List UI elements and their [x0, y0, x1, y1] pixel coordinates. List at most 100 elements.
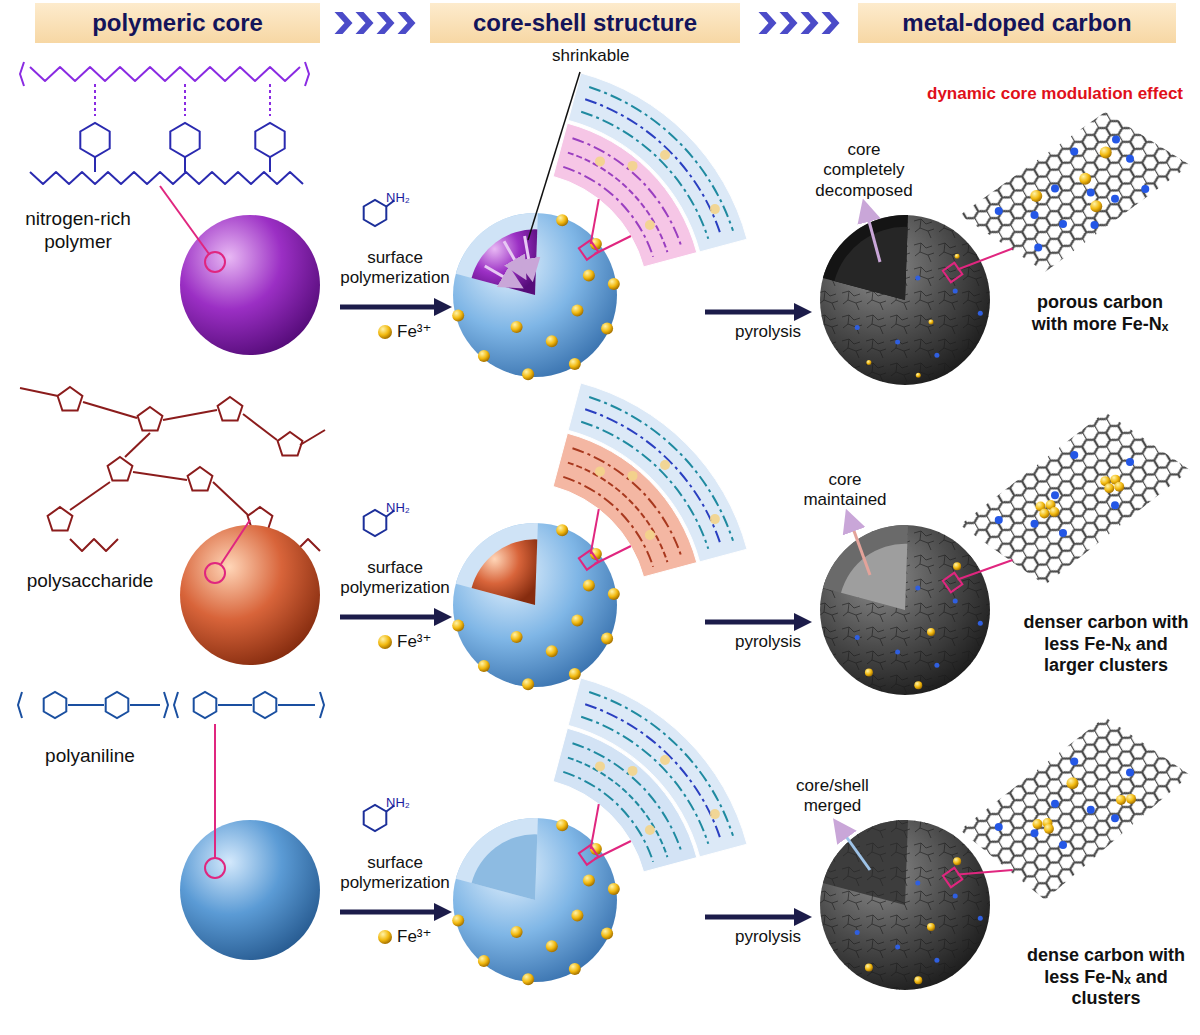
polymer-chain: [589, 87, 733, 231]
ring-symbol: [80, 123, 109, 157]
nitrogen-atom: [1087, 806, 1095, 814]
nitrogen-atom: [1111, 195, 1119, 203]
iron-atom: [1114, 482, 1124, 492]
iron-ion-dot: [522, 973, 534, 985]
chevron: [822, 12, 840, 34]
graphene-lattice: [900, 0, 1200, 1035]
step-label: surface polymerization: [330, 248, 460, 289]
furan-ring: [278, 432, 303, 456]
polymer-chain: [589, 692, 733, 836]
artwork: [18, 0, 1200, 1035]
bond-line: [269, 84, 271, 116]
nitrogen-atom: [1059, 529, 1067, 537]
zoom-frame: [579, 240, 598, 259]
iron-atom: [1079, 173, 1091, 185]
iron-site-dot: [866, 360, 871, 365]
chemical-group: NH₂: [386, 500, 426, 516]
iron-ion-dot: [378, 635, 392, 649]
carbon-texture: [820, 525, 990, 695]
iron-atom: [1104, 483, 1114, 493]
bond-line: [30, 172, 303, 184]
bond-line: [133, 472, 187, 480]
ion-label: Fe³⁺: [397, 322, 447, 342]
ring-symbol: [364, 510, 387, 536]
nitrogen-dot: [953, 289, 958, 294]
step-label: pyrolysis: [735, 322, 825, 342]
iron-atom: [1116, 795, 1126, 805]
zoom-circle: [205, 252, 225, 272]
ring-symbol: [44, 692, 67, 718]
nitrogen-dot: [934, 353, 939, 358]
nitrogen-atom: [1051, 491, 1059, 499]
process-arrow: [340, 615, 438, 620]
iron-ion-dot: [546, 940, 558, 952]
iron-site-dot: [929, 319, 934, 324]
furan-ring: [188, 467, 213, 491]
iron-ion-dot: [595, 156, 605, 166]
process-arrow: [705, 620, 798, 625]
leader-line: [160, 186, 209, 254]
zoom-frame: [943, 263, 962, 282]
arrow-head: [434, 903, 452, 921]
ion-label: Fe³⁺: [397, 632, 447, 652]
result-label: porous carbon with more Fe-Nₓ: [1025, 292, 1175, 335]
bond-line: [320, 692, 324, 718]
shell-cut-face: [456, 213, 538, 295]
nitrogen-atom: [995, 823, 1003, 831]
ring-symbol: [254, 692, 277, 718]
core-cut-face: [472, 229, 538, 295]
iron-ion-dot: [608, 883, 620, 895]
polymer-sphere: [180, 820, 320, 960]
iron-ion-dot: [645, 530, 655, 540]
iron-atom: [1039, 509, 1049, 519]
iron-ion-dot: [571, 614, 583, 626]
leader-line: [595, 236, 631, 254]
polymer-chain: [589, 397, 733, 541]
result-label: dense carbon with less Fe-Nₓ and cluster…: [1020, 945, 1192, 1010]
iron-ion-dot: [511, 926, 523, 938]
nitrogen-atom: [1034, 243, 1042, 251]
nitrogen-atom: [1087, 189, 1095, 197]
nitrogen-dot: [915, 880, 920, 885]
shell-cut-face: [456, 818, 538, 900]
furan-ring: [218, 397, 243, 421]
ring-symbol: [106, 692, 129, 718]
nitrogen-atom: [1051, 800, 1059, 808]
arrow-head: [434, 608, 452, 626]
carbon-texture: [820, 215, 990, 385]
shrink-arrow: [485, 266, 514, 283]
iron-ion-dot: [583, 579, 595, 591]
iron-ion-dot: [628, 471, 638, 481]
leader-line: [591, 509, 599, 554]
bond-line: [184, 157, 186, 172]
core-cut-face: [472, 834, 538, 900]
nitrogen-dot: [978, 916, 983, 921]
nitrogen-dot: [855, 635, 860, 640]
bond-line: [94, 157, 96, 172]
nitrogen-dot: [855, 930, 860, 935]
iron-ion-dot: [571, 304, 583, 316]
arrow-head: [434, 298, 452, 316]
iron-ion-dot: [522, 368, 534, 380]
iron-ion-dot: [546, 645, 558, 657]
leader-line: [595, 546, 631, 564]
ring-symbol: [364, 805, 387, 831]
iron-ion-dot: [569, 963, 581, 975]
iron-ion-dot: [556, 524, 568, 536]
iron-ion-dot: [522, 678, 534, 690]
leader-line: [591, 804, 599, 849]
nitrogen-dot: [895, 649, 900, 654]
iron-ion-dot: [710, 204, 720, 214]
nitrogen-atom: [1070, 757, 1078, 765]
nitrogen-dot: [895, 944, 900, 949]
zoom-frame: [943, 868, 962, 887]
bond-line: [243, 414, 277, 440]
leader-line: [958, 249, 1013, 270]
nitrogen-atom: [1111, 814, 1119, 822]
iron-ion-dot: [710, 514, 720, 524]
iron-ion-dot: [601, 323, 613, 335]
iron-atom: [1126, 794, 1136, 804]
nitrogen-atom: [1126, 768, 1134, 776]
iron-ion-dot: [378, 325, 392, 339]
nitrogen-atom: [1059, 220, 1067, 228]
